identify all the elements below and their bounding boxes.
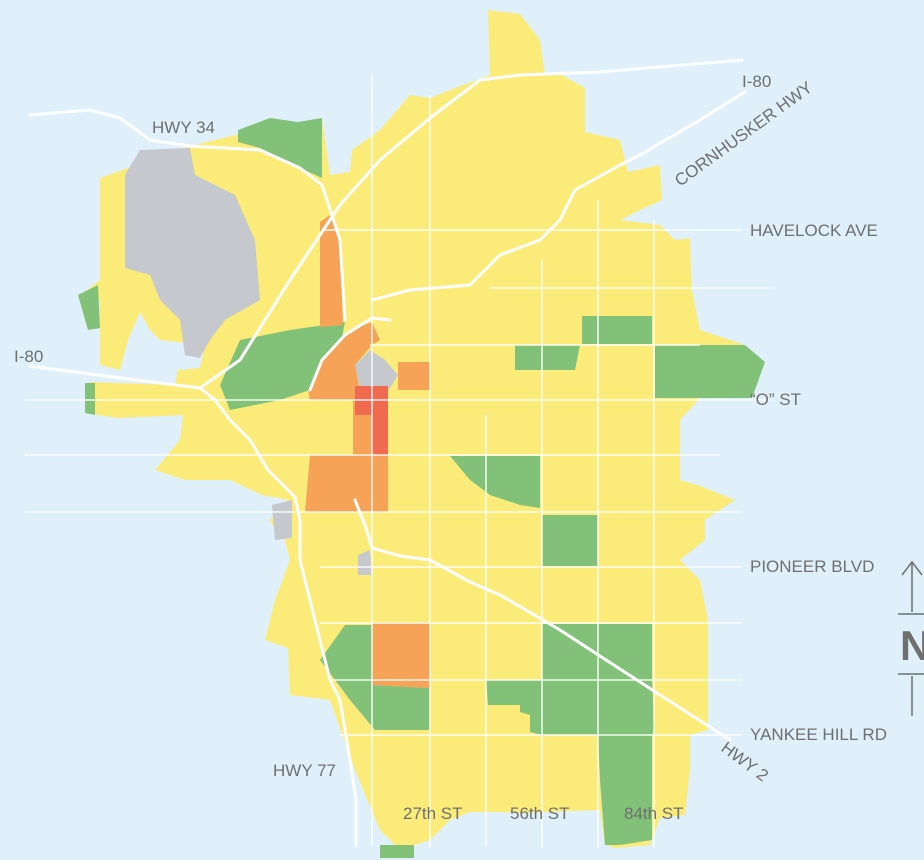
downtown-orange-zone-c xyxy=(305,400,388,512)
hwy34-label: HWY 34 xyxy=(152,118,215,137)
west-edge-green-zone xyxy=(78,285,100,330)
hwy2-label: HWY 2 xyxy=(718,738,772,785)
havelock-ave-label: HAVELOCK AVE xyxy=(750,221,878,240)
hwy77-highway xyxy=(198,386,358,847)
pioneer-blvd-label: PIONEER BLVD xyxy=(750,557,874,576)
north-central-green-zone-b xyxy=(582,316,652,344)
downtown-gray-zone xyxy=(355,350,398,388)
north-orange-zone xyxy=(320,215,343,327)
north-arrow-icon: N xyxy=(898,560,924,716)
south-orange-zone xyxy=(372,623,430,688)
north-central-green-zone-a xyxy=(515,345,580,370)
hwy77-label: HWY 77 xyxy=(273,761,336,780)
downtown-orange-zone-a xyxy=(308,322,380,400)
airport-gray-zone xyxy=(125,148,260,358)
i80-west-green-zone xyxy=(85,383,95,415)
hwy2-highway xyxy=(353,498,732,742)
i80-highway xyxy=(28,58,744,390)
56th-st-label: 56th ST xyxy=(510,804,570,823)
north-letter: N xyxy=(900,622,924,669)
southwest-green-zone xyxy=(320,625,430,730)
i80-east-label: I-80 xyxy=(742,72,771,91)
27th-st-label: 27th ST xyxy=(403,804,463,823)
hwy34-highway xyxy=(28,108,347,322)
downtown-red-zone xyxy=(355,386,388,455)
creek-green-zone xyxy=(450,456,540,508)
84th-st-label: 84th ST xyxy=(624,804,684,823)
downtown-orange-zone-b xyxy=(398,362,430,390)
highways xyxy=(28,58,747,847)
yankee-hill-rd-label: YANKEE HILL RD xyxy=(750,725,887,744)
east-green-zone xyxy=(655,345,765,398)
southeast-green-zone-a xyxy=(542,515,598,566)
orange-zones xyxy=(305,215,430,688)
street-grid xyxy=(25,75,770,848)
gray-zones xyxy=(125,148,398,575)
downtown-connector xyxy=(308,316,392,392)
south-gray-zone xyxy=(358,550,372,575)
red-zones xyxy=(355,386,388,455)
west-gray-zone xyxy=(272,500,292,540)
far-south-green-zone xyxy=(380,845,414,858)
o-st-label: “O” ST xyxy=(750,390,801,409)
cornhusker-highway xyxy=(370,90,747,302)
i80-west-label: I-80 xyxy=(14,347,43,366)
north-green-zone xyxy=(238,118,322,178)
